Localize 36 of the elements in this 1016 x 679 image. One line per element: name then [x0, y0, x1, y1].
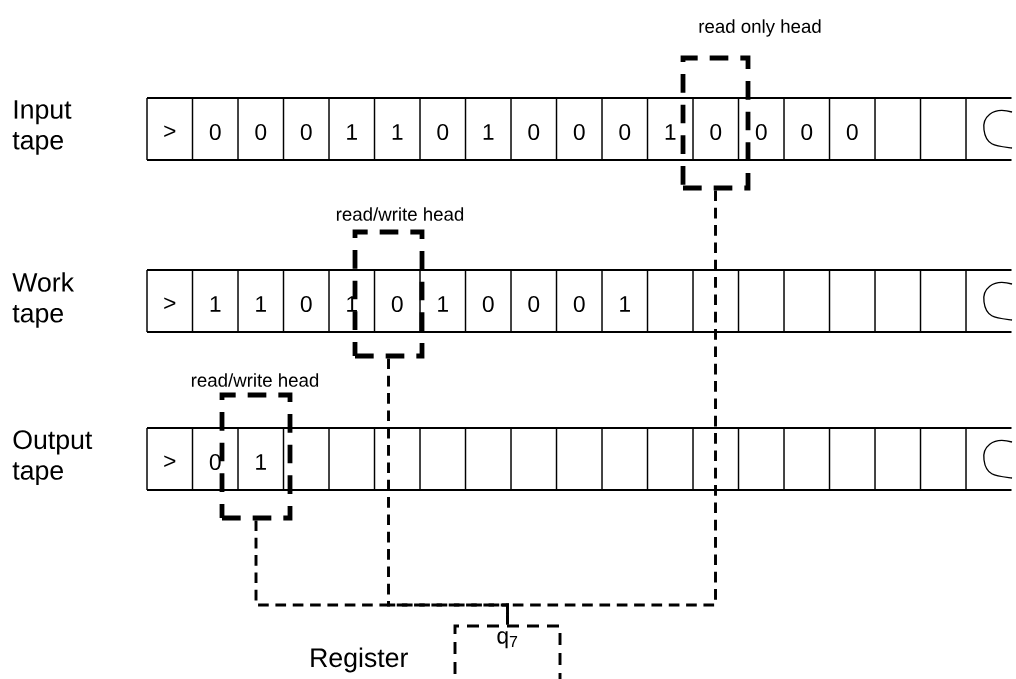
tape-symbol: 0 [391, 296, 403, 313]
tape-symbol: > [164, 455, 176, 467]
tape-symbol: 1 [256, 454, 266, 470]
tape-symbol: 0 [619, 124, 631, 141]
tape-label: Input tape [12, 100, 72, 155]
tape-symbol: 0 [801, 124, 813, 141]
tape-symbol: 0 [573, 296, 585, 313]
tape-symbol: 0 [209, 124, 221, 141]
tape-symbol: 1 [256, 296, 266, 312]
register-label: Register [311, 647, 408, 673]
tape-symbol: > [164, 125, 176, 137]
tape-symbol: 1 [210, 296, 221, 312]
head-label: read/write head [191, 373, 319, 387]
tape-symbol: 0 [437, 124, 449, 141]
tape-symbol: 1 [392, 124, 403, 140]
tape-label: Output tape [12, 430, 93, 486]
connector-line [500, 190, 717, 625]
tape-symbol: 1 [347, 124, 357, 140]
tape-symbol: 0 [528, 296, 540, 313]
tape-symbol: 0 [482, 296, 494, 313]
head-label: read only head [699, 19, 821, 37]
tape-symbol: 0 [710, 124, 722, 141]
tape-symbol: 1 [483, 124, 494, 140]
tape-symbol: 0 [300, 296, 312, 313]
tape-symbol: 0 [528, 124, 540, 141]
tape-symbol: 1 [347, 296, 357, 312]
connector-line [387, 358, 509, 625]
tape-symbol: 0 [300, 124, 312, 141]
tape-label: Work tape [12, 272, 75, 328]
tape-symbol: 1 [620, 296, 630, 312]
register-box: q$_{7}$ [453, 624, 562, 679]
tape-symbol: 0 [846, 124, 858, 141]
head-label: read/write head [336, 207, 464, 221]
tape-symbol: 0 [255, 124, 267, 141]
tape-symbol: > [164, 297, 176, 309]
tape-symbol: 0 [573, 124, 585, 141]
